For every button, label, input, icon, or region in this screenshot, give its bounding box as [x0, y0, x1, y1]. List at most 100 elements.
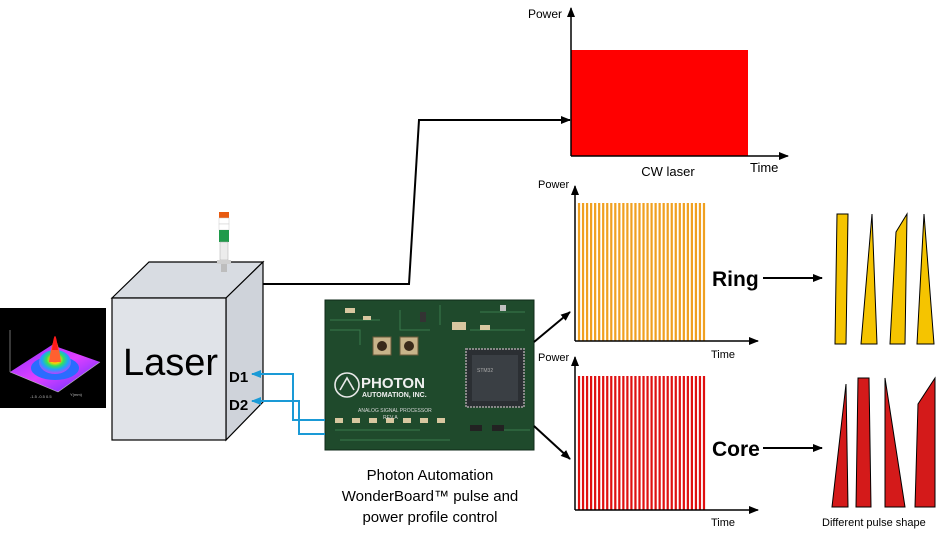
core-pulse [658, 376, 661, 510]
cw-power-block [571, 50, 748, 156]
ring-pulse [642, 203, 645, 341]
d1-signal-line [251, 370, 325, 421]
ring-shape-4 [916, 213, 935, 345]
ring-pulse [690, 203, 693, 341]
ring-pulse [674, 203, 677, 341]
core-pulse [678, 376, 681, 510]
ring-pulse [670, 203, 673, 341]
ring-pulse [614, 203, 617, 341]
beam-profile-3d-plot-icon: -1.5 -0.5 0.5 Y(mm) [0, 308, 106, 408]
core-pulse [674, 376, 677, 510]
core-ylabel: Power [538, 352, 570, 364]
port-d2-label: D2 [229, 397, 248, 414]
core-pulse [698, 376, 702, 510]
ring-pulse [594, 203, 597, 341]
ring-pulse-train [577, 203, 706, 341]
ring-pulse [662, 203, 665, 341]
ring-pulse [666, 203, 669, 341]
ring-xlabel: Time [711, 349, 735, 361]
core-chart: Power Time Core [538, 352, 760, 529]
core-pulse [638, 376, 641, 510]
board-caption-line1: Photon Automation [367, 467, 494, 484]
core-pulse [686, 376, 689, 510]
ring-pulse [678, 203, 681, 341]
d2-signal-line [251, 397, 325, 435]
ring-pulse [658, 203, 661, 341]
ring-pulse [585, 203, 589, 341]
ring-pulse [606, 203, 609, 341]
core-shape-4 [914, 376, 936, 508]
core-pulse [598, 376, 601, 510]
core-pulse [602, 376, 605, 510]
ring-pulse [638, 203, 641, 341]
core-pulse [577, 376, 581, 510]
circuit-board-icon: STM32 PHOTON AUTOMATION, INC. ANALOG SIG… [324, 299, 535, 451]
ring-pulse [618, 203, 621, 341]
ring-pulse [686, 203, 689, 341]
core-pulse [630, 376, 633, 510]
svg-text:-1.5 -0.5 0.5: -1.5 -0.5 0.5 [30, 394, 52, 399]
core-shape-3 [884, 377, 906, 508]
core-shape-2 [855, 377, 872, 508]
ring-shape-1 [834, 213, 849, 345]
ring-pulse [694, 203, 698, 341]
connector-arrows [263, 116, 823, 460]
cw-xlabel: Time [750, 160, 778, 175]
core-pulse [646, 376, 649, 510]
core-pulse [666, 376, 669, 510]
board-caption: Photon Automation WonderBoard™ pulse and… [342, 467, 519, 526]
svg-text:Y(mm): Y(mm) [70, 392, 83, 397]
core-pulse [650, 376, 653, 510]
ring-pulse [577, 203, 581, 341]
ring-pulse [646, 203, 649, 341]
ring-pulse [622, 203, 625, 341]
core-shape-1 [831, 383, 849, 508]
core-pulse [702, 376, 706, 510]
ring-pulse [626, 203, 629, 341]
ring-pulse [682, 203, 685, 341]
ring-pulse [610, 203, 613, 341]
core-pulse [606, 376, 609, 510]
core-pulse [662, 376, 665, 510]
signal-connectors [251, 370, 325, 435]
ring-shape-3 [889, 212, 908, 345]
ring-pulse [598, 203, 601, 341]
ring-pulse [630, 203, 633, 341]
pulse-shapes-caption: Different pulse shape [822, 517, 926, 529]
core-pulse [626, 376, 629, 510]
core-pulse [622, 376, 625, 510]
board-rev: REV A [383, 415, 398, 421]
cw-ylabel: Power [528, 7, 562, 21]
board-to-core-arrow [533, 425, 571, 460]
core-pulse [594, 376, 597, 510]
laser-box: Laser D1 D2 [110, 260, 265, 442]
board-caption-line3: power profile control [362, 509, 497, 526]
board-to-ring-arrow [533, 311, 571, 343]
laser-to-cw-arrow [263, 116, 571, 285]
svg-text:STM32: STM32 [477, 368, 493, 374]
core-pulse-shapes: Different pulse shape [822, 376, 936, 529]
core-pulse [670, 376, 673, 510]
core-pulse [642, 376, 645, 510]
core-pulse [610, 376, 613, 510]
core-label: Core [712, 438, 760, 461]
ring-pulse [581, 203, 585, 341]
ring-pulse [650, 203, 653, 341]
core-pulse [694, 376, 698, 510]
board-logo-line2: AUTOMATION, INC. [362, 392, 427, 399]
core-pulse [614, 376, 617, 510]
ring-pulse-shapes [834, 212, 935, 345]
ring-pulse [698, 203, 702, 341]
cw-chart: Power Time CW laser [528, 7, 789, 179]
cw-caption: CW laser [641, 164, 695, 179]
ring-pulse [634, 203, 637, 341]
core-pulse [682, 376, 685, 510]
core-pulse-train [577, 376, 706, 510]
core-pulse [690, 376, 693, 510]
board-caption-line2: WonderBoard™ pulse and [342, 488, 519, 505]
ring-pulse [602, 203, 605, 341]
ring-label: Ring [712, 268, 759, 291]
ring-chart: Power Time Ring [538, 179, 759, 361]
board-logo-line1: PHOTON [361, 375, 425, 392]
